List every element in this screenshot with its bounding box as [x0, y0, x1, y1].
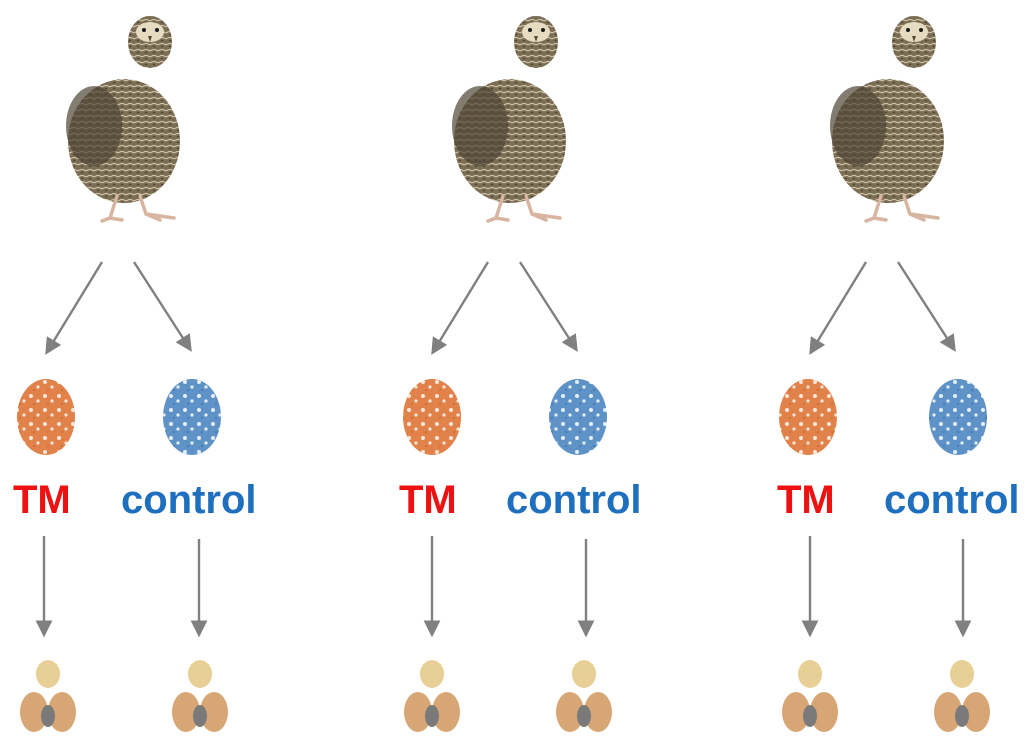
- arrow-to-control-egg: [520, 262, 576, 349]
- control-embryo-brain-icon: [172, 660, 228, 732]
- quail-icon: [66, 16, 180, 221]
- arrow-to-tm-egg: [47, 262, 102, 352]
- tm-embryo-brain-icon: [20, 660, 76, 732]
- arrow-to-tm-egg: [811, 262, 866, 352]
- control-embryo-brain-icon: [934, 660, 990, 732]
- group-2: [403, 16, 612, 732]
- tm-embryo-brain-icon: [404, 660, 460, 732]
- control-label: control: [884, 480, 1020, 520]
- arrow-to-control-egg: [134, 262, 190, 349]
- tm-embryo-brain-icon: [782, 660, 838, 732]
- tm-label: TM: [777, 480, 835, 520]
- control-label: control: [506, 480, 642, 520]
- quail-icon: [830, 16, 944, 221]
- tm-label: TM: [399, 480, 457, 520]
- control-egg-icon: [929, 379, 987, 455]
- arrow-to-control-egg: [898, 262, 954, 349]
- control-embryo-brain-icon: [556, 660, 612, 732]
- control-egg-icon: [549, 379, 607, 455]
- tm-label: TM: [13, 480, 71, 520]
- group-3: [779, 16, 990, 732]
- tm-egg-icon: [17, 379, 75, 455]
- control-label: control: [121, 480, 257, 520]
- control-egg-icon: [163, 379, 221, 455]
- tm-egg-icon: [779, 379, 837, 455]
- tm-egg-icon: [403, 379, 461, 455]
- group-1: [17, 16, 228, 732]
- quail-icon: [452, 16, 566, 221]
- arrow-to-tm-egg: [433, 262, 488, 352]
